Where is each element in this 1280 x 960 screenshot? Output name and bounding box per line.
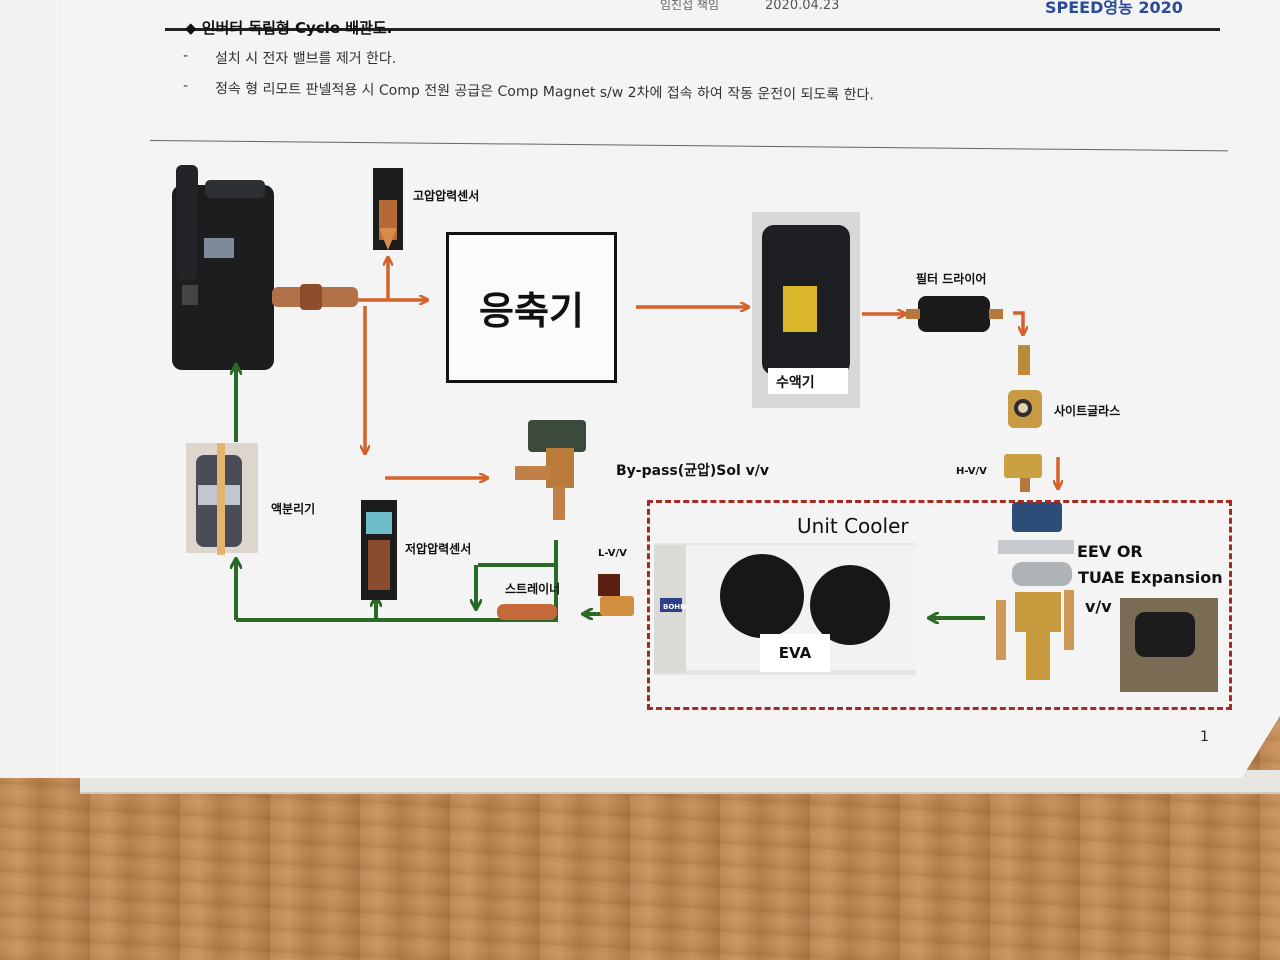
receiver-label: 수액기: [776, 375, 815, 391]
l-valve-image: [598, 574, 634, 616]
low-pressure-sensor-label: 저압압력센서: [405, 542, 472, 556]
page-number: 1: [1200, 729, 1209, 745]
unit-cooler-title: Unit Cooler: [797, 514, 909, 538]
unit-brand-label: BOHN: [663, 603, 686, 611]
filter-out-arrow: [1013, 311, 1023, 334]
filter-dryer-label: 필터 드라이어: [916, 272, 987, 286]
high-pressure-sensor-label: 고압압력센서: [413, 189, 480, 203]
strainer-label: 스트레이너: [505, 582, 561, 596]
expansion-valve-label-2: TUAE Expansion: [1078, 568, 1223, 587]
expansion-valve-label-3: v/v: [1085, 597, 1112, 616]
h-valve-label: H-V/V: [956, 466, 987, 477]
evaporator-label: EVA: [760, 634, 830, 672]
suction-return-line: [236, 540, 558, 622]
high-pressure-sensor-image: [373, 168, 403, 250]
bypass-valve-label: By-pass(균압)Sol v/v: [616, 463, 770, 479]
l-valve-label: L-V/V: [598, 548, 627, 559]
receiver-image: [752, 212, 860, 408]
bullet-text: 설치 시 전자 밸브를 제거 한다.: [215, 51, 397, 67]
unit-cooler-image: [654, 543, 916, 675]
expansion-valve-image: [996, 502, 1218, 692]
author-label: 임진섭 책임: [660, 0, 720, 12]
low-pressure-sensor-image: [361, 500, 397, 600]
condenser-box: 응축기: [446, 232, 617, 383]
expansion-valve-label-1: EEV OR: [1077, 542, 1143, 561]
condenser-label: 응축기: [479, 289, 584, 333]
bullet-dash: -: [183, 48, 189, 64]
h-valve-image: [1004, 454, 1042, 492]
accumulator-label: 액분리기: [271, 502, 316, 516]
compressor-image: [172, 165, 274, 370]
filter-dryer-image: [906, 296, 1003, 332]
bullet-dash: -: [183, 78, 189, 94]
sight-glass-image: [1008, 345, 1042, 428]
accumulator-image: [186, 443, 258, 555]
section-heading: ◆ 인버터 독립형 Cycle 배관도.: [185, 19, 393, 37]
header-rule: [165, 28, 1220, 31]
bypass-solenoid-valve-image: [515, 420, 586, 520]
document-date: 2020.04.23: [765, 0, 840, 13]
brand-label: SPEED영농 2020: [1045, 0, 1183, 17]
unit-cooler-frame: [647, 500, 1232, 710]
sight-glass-label: 사이트글라스: [1054, 404, 1121, 418]
strainer-image: [497, 604, 557, 620]
coupling-nut: [300, 284, 322, 310]
